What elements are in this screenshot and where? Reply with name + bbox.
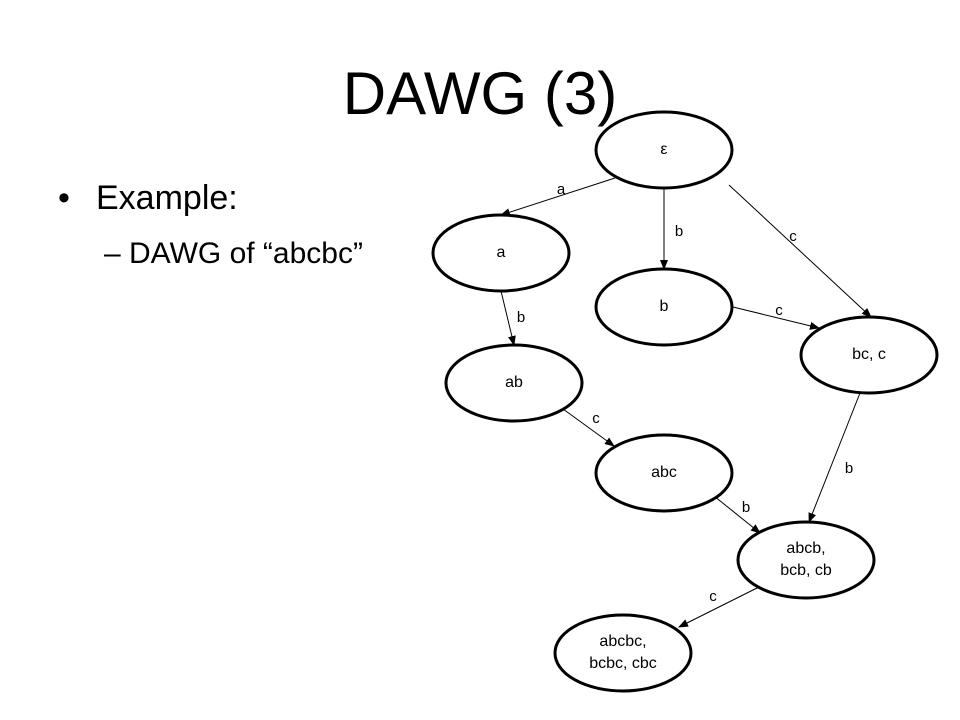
state-ellipse (444, 343, 584, 423)
state-label: a (497, 244, 506, 261)
state-label: bc, c (852, 346, 886, 363)
bullet-item: • Example: (58, 176, 238, 220)
edge-label: c (775, 302, 783, 319)
edge-arrow (728, 184, 872, 318)
node-n_b: b (594, 267, 734, 347)
edge-arrow (808, 392, 861, 523)
node-n_ab: ab (444, 343, 584, 423)
state-ellipse (553, 613, 693, 693)
edge-label: c (709, 588, 717, 605)
state-label: ab (505, 374, 523, 391)
edge-n0-n_a: a (500, 177, 616, 217)
edge-n0-n_bc: c (728, 184, 872, 318)
edge-n0-n_b: b (660, 188, 683, 270)
state-label: ε (660, 141, 667, 158)
state-label: abcb, (786, 540, 825, 557)
bullet-dot: • (58, 179, 70, 217)
state-ellipse (431, 213, 571, 293)
slide-title: DAWG (3) (342, 60, 618, 127)
state-label: b (660, 298, 669, 315)
edge-n_a-n_ab: b (500, 290, 525, 346)
edge-label: c (789, 228, 797, 245)
state-label: bcbc, cbc (589, 655, 657, 672)
edge-arrow (500, 177, 616, 217)
edge-label: a (557, 181, 566, 198)
edge-arrow (678, 586, 760, 628)
bullet-list: • Example: – DAWG of “abcbc” (58, 176, 363, 270)
edge-n_b-n_bc: c (732, 302, 820, 330)
node-n0: ε (594, 110, 734, 190)
state-label: abcbc, (599, 633, 646, 650)
edge-arrow (562, 408, 615, 447)
edge-label: b (517, 309, 525, 326)
state-ellipse (594, 433, 734, 513)
edge-label: b (845, 460, 853, 477)
state-label: abc (651, 464, 677, 481)
edge-label: c (592, 410, 600, 427)
bullet-text: Example: (96, 179, 238, 217)
node-n_abcb: abcb, bcb, cb (736, 520, 876, 600)
edge-n_abcb-n_abcbc: c (678, 586, 760, 628)
state-ellipse (799, 315, 939, 395)
state-ellipse (594, 267, 734, 347)
edge-label: b (675, 223, 683, 240)
node-n_abcbc: abcbc, bcbc, cbc (553, 613, 693, 693)
node-n_abc: abc (594, 433, 734, 513)
edge-n_abc-n_abcb: b (713, 495, 761, 534)
edge-label: b (742, 499, 750, 516)
node-n_a: a (431, 213, 571, 293)
edge-n_bc-n_abcb: b (808, 392, 861, 523)
edge-arrow (713, 495, 761, 534)
edge-arrow (732, 306, 820, 330)
sub-bullet-text: – DAWG of “abcbc” (104, 237, 363, 270)
state-label: bcb, cb (780, 562, 832, 579)
node-n_bc: bc, c (799, 315, 939, 395)
state-ellipse (736, 520, 876, 600)
edge-arrow (500, 290, 516, 346)
state-ellipse (594, 110, 734, 190)
edge-n_ab-n_abc: c (562, 408, 615, 447)
